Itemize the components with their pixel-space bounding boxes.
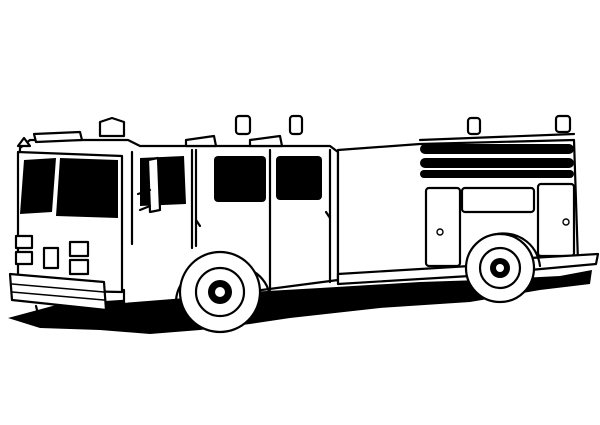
headlight-right-top [68, 240, 90, 258]
cab-door-window [140, 156, 186, 206]
roof-siren-1 [234, 114, 252, 136]
beacon-light [98, 116, 126, 138]
compartment-2 [460, 186, 536, 214]
door-handle-2 [324, 210, 332, 220]
hose-rail-3 [420, 170, 574, 178]
rear-light-2 [554, 114, 572, 134]
front-hub-cap [215, 287, 225, 297]
tow-hooks [34, 304, 68, 320]
compartment-latch-2 [562, 218, 570, 226]
roof-hatch-2 [248, 134, 284, 148]
rear-hub-cap [496, 264, 504, 272]
grille-center [42, 246, 60, 270]
roof-siren-2 [288, 114, 304, 136]
headlight-right-bottom [68, 258, 90, 276]
ground-shadow [8, 270, 592, 334]
cab-door [130, 148, 198, 250]
bumper-stripe [11, 283, 105, 301]
roof-light-bar [32, 130, 84, 144]
roof-horn-left [16, 136, 32, 148]
door-handle-1 [194, 218, 202, 228]
rear-wheel [464, 232, 542, 304]
side-mirror [146, 156, 162, 214]
compartment-latch-1 [436, 228, 444, 236]
headlight-left-bottom [14, 250, 34, 266]
hose-rail-2 [420, 158, 574, 168]
cab [8, 114, 340, 312]
crew-window-1 [214, 156, 266, 202]
hose-rail-1 [420, 144, 574, 154]
crew-window-2 [276, 156, 322, 200]
headlight-left-top [14, 234, 34, 250]
windshield-right [56, 158, 118, 218]
compartment-1 [424, 186, 462, 268]
mirror-arm [136, 188, 152, 212]
rear-light-1 [466, 116, 482, 136]
crew-door [268, 148, 332, 292]
front-wheel [174, 250, 272, 334]
ladder-rack [418, 132, 576, 142]
roof-hatch [184, 134, 218, 148]
front-bumper [8, 272, 108, 312]
windshield-left [20, 158, 56, 214]
